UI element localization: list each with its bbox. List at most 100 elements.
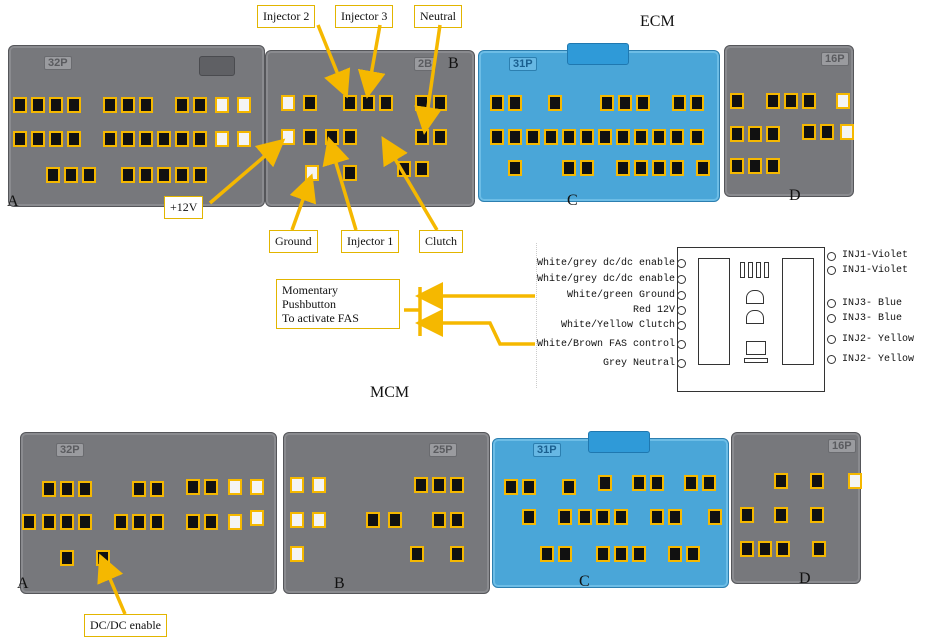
pin [632,546,646,562]
pin [684,475,698,491]
pin [522,479,536,495]
wiring-left-label: White/grey dc/dc enable [536,274,675,285]
module-dome [746,290,764,304]
pin [562,479,576,495]
mcm-title: MCM [370,384,410,401]
pin [810,473,824,489]
pin [343,165,357,181]
arrow-ground [289,173,317,231]
pin [774,507,788,523]
pin [766,126,780,142]
pin [388,512,402,528]
wiring-terminal [827,355,836,364]
mcm-connector-c-latch [588,431,650,453]
pin [281,95,295,111]
pin [702,475,716,491]
pin [614,509,628,525]
module-slot [740,262,745,278]
pin [740,541,754,557]
pin [186,479,200,495]
pin [237,97,251,113]
pin [616,129,630,145]
pin [204,479,218,495]
module-slot [748,262,753,278]
pin [150,481,164,497]
pin [121,167,135,183]
pin [303,95,317,111]
pin [668,546,682,562]
wiring-right-label: INJ3- Blue [842,313,903,324]
pin [22,514,36,530]
pin [175,131,189,147]
pin [193,131,207,147]
pin [836,93,850,109]
callout-injector-3: Injector 3 [335,5,394,28]
pin [522,509,536,525]
wiring-right-label: INJ1-Violet [842,250,909,261]
pin [634,160,648,176]
pin [508,129,522,145]
pushbutton-label-line-3: To activate FAS [282,311,359,325]
pin [193,97,207,113]
callout-ground: Ground [269,230,318,253]
pin [237,131,251,147]
callout-neutral: Neutral [414,5,462,28]
mcm-letter-b: B [334,575,345,592]
ecm-connector-d-cap: 16P [821,52,849,66]
arrow-dcdc-enable [97,553,127,615]
pin [121,131,135,147]
pin [175,167,189,183]
pin [730,158,744,174]
pin [215,131,229,147]
pin [312,512,326,528]
pin [580,129,594,145]
wiring-terminal [677,275,686,284]
pin [774,473,788,489]
pin [668,509,682,525]
wiring-terminal [827,252,836,261]
wiring-module-box [677,247,825,392]
wiring-terminal [827,266,836,275]
module-dome [746,310,764,324]
ecm-letter-d: D [789,187,801,204]
pin [670,160,684,176]
wiring-right-label: INJ3- Blue [842,298,903,309]
pin [636,95,650,111]
pin [60,550,74,566]
pin [290,477,304,493]
pushbutton-label-line-2: Pushbutton [282,297,337,311]
pin [600,95,614,111]
pin [840,124,854,140]
pin [618,95,632,111]
pin [82,167,96,183]
wiring-left-label: White/Brown FAS control [536,339,675,350]
pin [186,514,200,530]
pin [67,131,81,147]
module-rect [746,341,766,355]
pin [250,510,264,526]
ecm-connector-d: 16P [724,45,854,197]
pin [598,129,612,145]
pin [139,131,153,147]
callout-injector-1: Injector 1 [341,230,400,253]
pin [652,129,666,145]
pin [415,161,429,177]
pin [157,131,171,147]
pin [215,97,229,113]
pin [46,167,60,183]
pin [13,97,27,113]
pin [410,546,424,562]
pin [450,477,464,493]
callout-clutch: Clutch [419,230,463,253]
pin [150,514,164,530]
ecm-title: ECM [640,13,675,30]
ecm-connector-c: 31P [478,43,720,202]
pin [450,546,464,562]
pin [690,95,704,111]
wiring-left-label: White/Yellow Clutch [560,320,675,331]
pin [810,507,824,523]
pin [548,95,562,111]
pin [562,129,576,145]
pin [132,481,146,497]
pin [121,97,135,113]
